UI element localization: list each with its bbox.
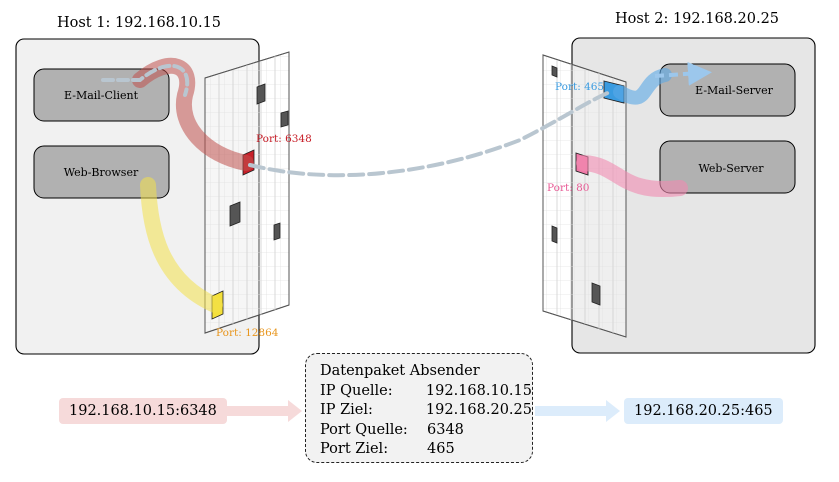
destination-address-pill: 192.168.20.25:465: [624, 398, 783, 424]
web-server-flow: [576, 155, 688, 198]
packet-row-key: Port Quelle:: [320, 421, 408, 438]
packet-title: Datenpaket Absender: [320, 363, 480, 379]
packet-row-key: IP Quelle:: [320, 382, 393, 399]
port-12864-label: Port: 12864: [216, 327, 279, 339]
packet-row: Port Quelle: 6348: [320, 421, 532, 441]
port-6348-label: Port: 6348: [256, 133, 312, 145]
source-arrow-band: [205, 406, 290, 416]
email-client-label: E-Mail-Client: [64, 89, 139, 102]
connection-tunnel: [248, 90, 612, 178]
closed-port-icon: [273, 222, 281, 241]
web-server-label: Web-Server: [699, 162, 765, 175]
web-browser-box[interactable]: [33, 145, 170, 199]
destination-address: 192.168.20.25:465: [634, 403, 773, 419]
web-browser-label: Web-Browser: [64, 166, 139, 179]
packet-row-value: 192.168.20.25: [425, 402, 532, 418]
host2-title: Host 2: 192.168.20.25: [615, 11, 779, 27]
packet-info-box: Datenpaket Absender IP Quelle: 192.168.1…: [305, 353, 533, 463]
packet-row-key: Port Ziel:: [320, 441, 389, 457]
web-server-box[interactable]: [659, 140, 796, 194]
destination-arrow-band: [535, 406, 610, 416]
packet-row-key: IP Ziel:: [320, 402, 373, 418]
packet-row: IP Quelle: 192.168.10.15: [320, 382, 532, 402]
closed-port-icon: [256, 83, 266, 105]
closed-port-icon: [551, 65, 558, 78]
host2-port-panel: [542, 54, 627, 338]
packet-row: IP Ziel: 192.168.20.25: [320, 401, 532, 421]
email-server-label: E-Mail-Server: [695, 84, 774, 97]
source-arrow-head: [288, 400, 302, 422]
packet-row-value: 192.168.10.15: [425, 382, 532, 399]
packet-row-value: 6348: [427, 421, 464, 438]
port-465-label: Port: 465: [555, 81, 604, 93]
closed-port-icon: [591, 282, 601, 306]
source-address-pill: 192.168.10.15:6348: [59, 398, 227, 424]
destination-arrow-head: [606, 400, 620, 422]
host1-port-panel: [204, 51, 290, 334]
email-client-dash: [101, 63, 190, 97]
port-80-label: Port: 80: [547, 182, 589, 194]
web-browser-flow: [140, 177, 223, 313]
email-server-arrow: [654, 61, 712, 86]
closed-port-icon: [551, 225, 558, 244]
packet-row: Port Ziel: 465: [320, 440, 532, 460]
source-address: 192.168.10.15:6348: [69, 403, 217, 419]
packet-row-value: 465: [427, 441, 455, 457]
host1-title: Host 1: 192.168.10.15: [57, 15, 221, 31]
closed-port-icon: [229, 201, 241, 227]
closed-port-icon: [280, 110, 289, 128]
